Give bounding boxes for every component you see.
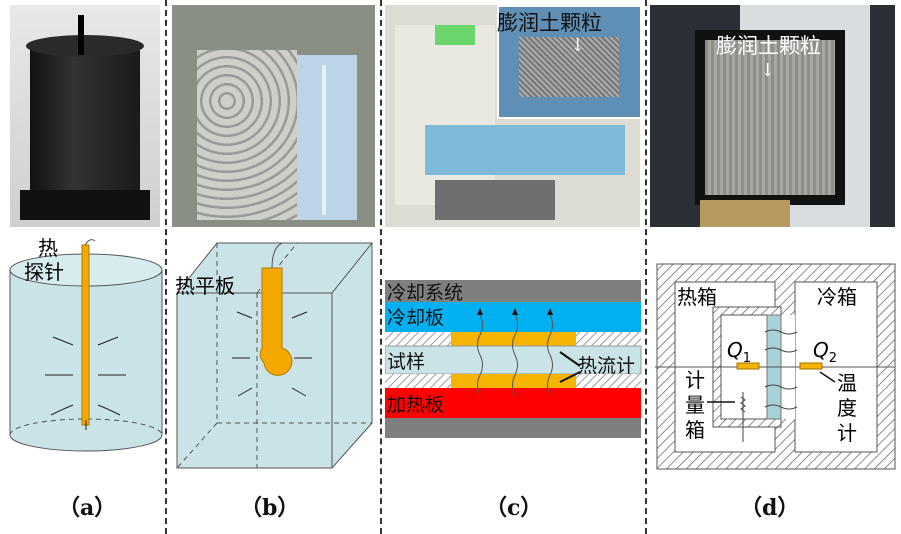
label-hot-box: 热箱 [677,285,717,309]
caption-b: （b） [240,495,300,521]
label-metering-box-3: 箱 [685,418,705,442]
label-thermometer-2: 度 [837,396,857,420]
arrow-down-icon: ↓ [570,35,586,56]
panel-divider [380,0,382,534]
label-cooling-plate: 冷却板 [387,307,444,329]
label-sample: 试样 [387,351,425,373]
diagram-thermal-probe: 热 探针 [9,236,163,452]
label-hot-plate: 热平板 [175,274,235,298]
label-cold-box: 冷箱 [817,285,857,309]
label-metering-box-1: 计 [685,368,705,392]
photo-heat-flow-meter: 膨润土颗粒 ↓ [385,5,640,227]
label-probe-1: 热 [38,236,58,260]
label-q2: Q2 [813,338,837,366]
label-cooling-system: 冷却系统 [387,282,463,304]
caption-c: （c） [485,495,543,521]
label-probe-2: 探针 [24,260,64,284]
photo-label-bentonite: 膨润土颗粒 [716,34,821,58]
caption-d: （d） [740,495,800,521]
photo-hot-box: 膨润土颗粒 ↓ [650,5,895,227]
label-thermometer-1: 温 [837,371,857,395]
photo-label-bentonite: 膨润土颗粒 [497,11,602,35]
label-q1: Q1 [727,338,751,366]
diagram-hot-plate: 热平板 [175,242,373,469]
panel-divider [645,0,647,534]
label-thermometer-3: 计 [837,421,857,445]
diagram-heat-flow-meter: 冷却系统 冷却板 试样 热流计 加热板 [385,280,642,438]
diagram-guarded-hot-box: 热箱 冷箱 Q1 Q2 计 量 箱 温 度 计 [655,263,896,470]
arrow-down-icon: ↓ [760,60,776,81]
label-metering-box-2: 量 [685,393,705,417]
photo-hot-plate [172,5,375,227]
label-heat-flux-meter: 热流计 [578,355,635,377]
label-heating-plate: 加热板 [387,394,444,416]
panel-divider [165,0,167,534]
caption-a: （a） [58,495,117,521]
photo-thermal-probe [10,5,160,227]
